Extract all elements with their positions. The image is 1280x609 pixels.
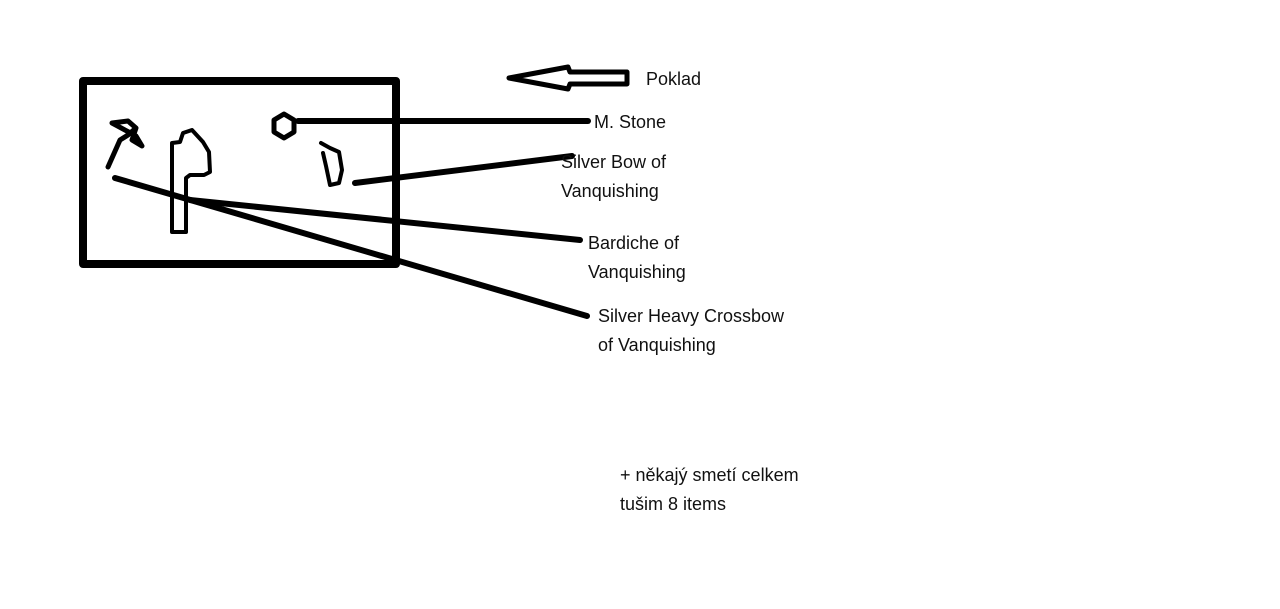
crossbow-icon [105,118,145,170]
crossbow-label-line2: of Vanquishing [598,335,716,355]
stone-icon [271,111,297,141]
bardiche-pointer-line [187,197,583,243]
bardiche-label-line1: Bardiche of [588,233,680,253]
bow-label-line2: Vanquishing [561,181,659,201]
left-arrow-icon [506,64,630,92]
bardiche-label-line2: Vanquishing [588,262,686,282]
bow-icon [319,141,344,187]
crossbow-pointer-line [112,175,590,319]
stone-label: M. Stone [594,112,666,132]
note-line2: tušim 8 items [620,494,726,514]
bardiche-icon [170,128,212,234]
bow-label-line1: Silver Bow of [561,152,667,172]
crossbow-label-line1: Silver Heavy Crossbow [598,306,785,326]
inventory-box [79,77,400,268]
treasure-label: Poklad [646,69,701,89]
note-line1: + někajý smetí celkem [620,465,799,485]
bow-pointer-line [352,153,575,186]
